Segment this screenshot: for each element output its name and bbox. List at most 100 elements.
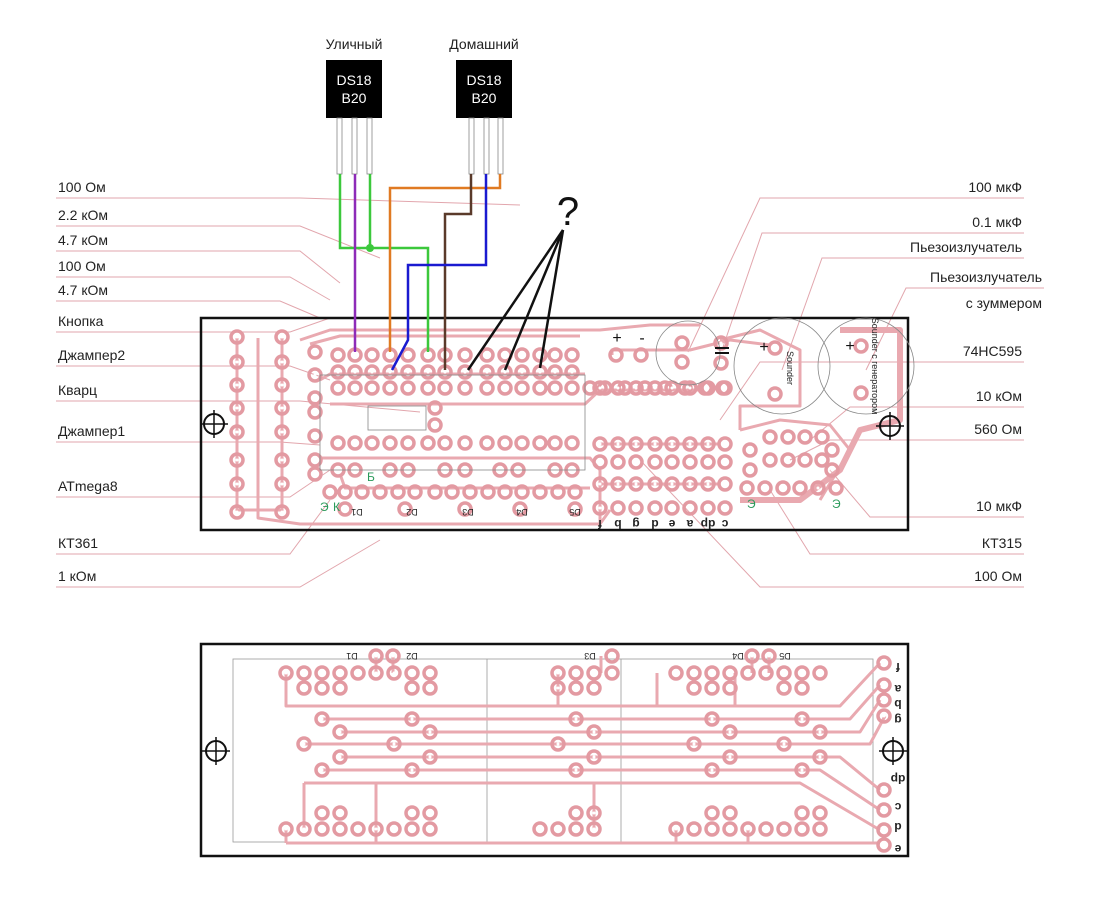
pcb-pad	[400, 364, 416, 380]
pcb-pad	[568, 665, 584, 681]
pad-hole	[313, 434, 317, 438]
pcb-pad	[828, 480, 844, 496]
pad-hole	[302, 686, 306, 690]
pcb-pad	[229, 400, 245, 416]
pcb-pad	[717, 436, 733, 452]
junction-dot	[366, 244, 374, 252]
pad-hole	[280, 383, 284, 387]
pcb-pad	[717, 454, 733, 470]
buzzer-generator-outline	[817, 317, 915, 415]
pcb-pad	[700, 436, 716, 452]
pcb-pad	[757, 480, 773, 496]
pcb-pad	[628, 436, 644, 452]
pcb-pad	[550, 484, 566, 500]
pad-hole	[706, 506, 710, 510]
pcb-trace	[740, 327, 903, 503]
pad-hole	[370, 386, 374, 390]
pad-hole	[750, 654, 754, 658]
pad-hole	[570, 441, 574, 445]
pad-hole	[634, 460, 638, 464]
ds18b20-chip-indoor	[456, 60, 512, 118]
pad-hole	[728, 755, 732, 759]
pad-hole	[719, 361, 723, 365]
pcb-pad	[382, 435, 398, 451]
digit-label: D1	[346, 651, 358, 661]
pad-hole	[553, 370, 557, 374]
leader-line	[56, 400, 421, 413]
pad-hole	[556, 827, 560, 831]
pcb-pad	[479, 347, 495, 363]
pad-hole	[800, 671, 804, 675]
pcb-pad	[404, 821, 420, 837]
pcb-pad	[422, 821, 438, 837]
pcb-pad	[427, 400, 443, 416]
pcb-pad	[296, 736, 312, 752]
pad-hole	[520, 386, 524, 390]
pad-hole	[403, 507, 407, 511]
leader-line	[639, 459, 1024, 588]
pad-hole	[426, 370, 430, 374]
pad-hole	[503, 386, 507, 390]
pcb-pad	[797, 429, 813, 445]
pad-hole	[553, 441, 557, 445]
board-bottom-pads	[278, 648, 892, 853]
pcb-pad	[700, 380, 716, 396]
pad-hole	[768, 458, 772, 462]
label-right: 100 мкФ	[968, 179, 1022, 195]
pad-hole	[406, 386, 410, 390]
pcb-pad	[812, 749, 828, 765]
pad-hole	[518, 507, 522, 511]
pcb-pad	[717, 380, 733, 396]
pad-hole	[653, 386, 657, 390]
pad-hole	[710, 811, 714, 815]
digit-label: D3	[584, 651, 596, 661]
pcb-pad	[550, 736, 566, 752]
ds18b20-chip-outdoor	[326, 60, 382, 118]
pad-hole	[882, 843, 886, 847]
pad-hole	[643, 386, 647, 390]
leader-line	[56, 317, 331, 333]
pcb-pad	[514, 347, 530, 363]
pad-hole	[723, 386, 727, 390]
pcb-pad	[637, 380, 653, 396]
pad-hole	[538, 370, 542, 374]
question-line	[466, 229, 565, 371]
pcb-pad	[776, 821, 792, 837]
pad-hole	[320, 717, 324, 721]
pad-hole	[503, 490, 507, 494]
pad-hole	[313, 396, 317, 400]
digit-label: D5	[779, 651, 791, 661]
pad-hole	[703, 386, 707, 390]
pcb-pad	[497, 380, 513, 396]
pcb-pad	[633, 347, 649, 363]
chip-pin	[483, 117, 490, 175]
pad-hole	[302, 827, 306, 831]
pad-hole	[723, 482, 727, 486]
pcb-pad	[479, 364, 495, 380]
label-right: Пьезоизлучатель	[910, 239, 1022, 255]
pcb-pad	[876, 782, 892, 798]
pcb-trace	[322, 684, 882, 721]
leader-line	[781, 257, 1024, 371]
pcb-pad	[420, 435, 436, 451]
pcb-pad	[532, 435, 548, 451]
pcb-pad	[296, 680, 312, 696]
pad-hole	[719, 341, 723, 345]
pad-hole	[443, 370, 447, 374]
chip-pin	[497, 117, 504, 175]
emitter-silk: Э	[320, 500, 329, 514]
question-mark: ?	[557, 190, 579, 234]
pad-hole	[803, 458, 807, 462]
label-right: 10 кОм	[976, 388, 1022, 404]
pad-hole	[463, 441, 467, 445]
sensor-indoor: Домашний DS18 B20	[449, 36, 519, 175]
digit-label: D3	[462, 507, 474, 517]
pad-hole	[610, 654, 614, 658]
pad-hole	[616, 482, 620, 486]
pad-hole	[688, 506, 692, 510]
pcb-pad	[400, 380, 416, 396]
pcb-pad	[314, 665, 330, 681]
pcb-pad	[704, 805, 720, 821]
pad-hole	[388, 386, 392, 390]
pad-hole	[653, 442, 657, 446]
